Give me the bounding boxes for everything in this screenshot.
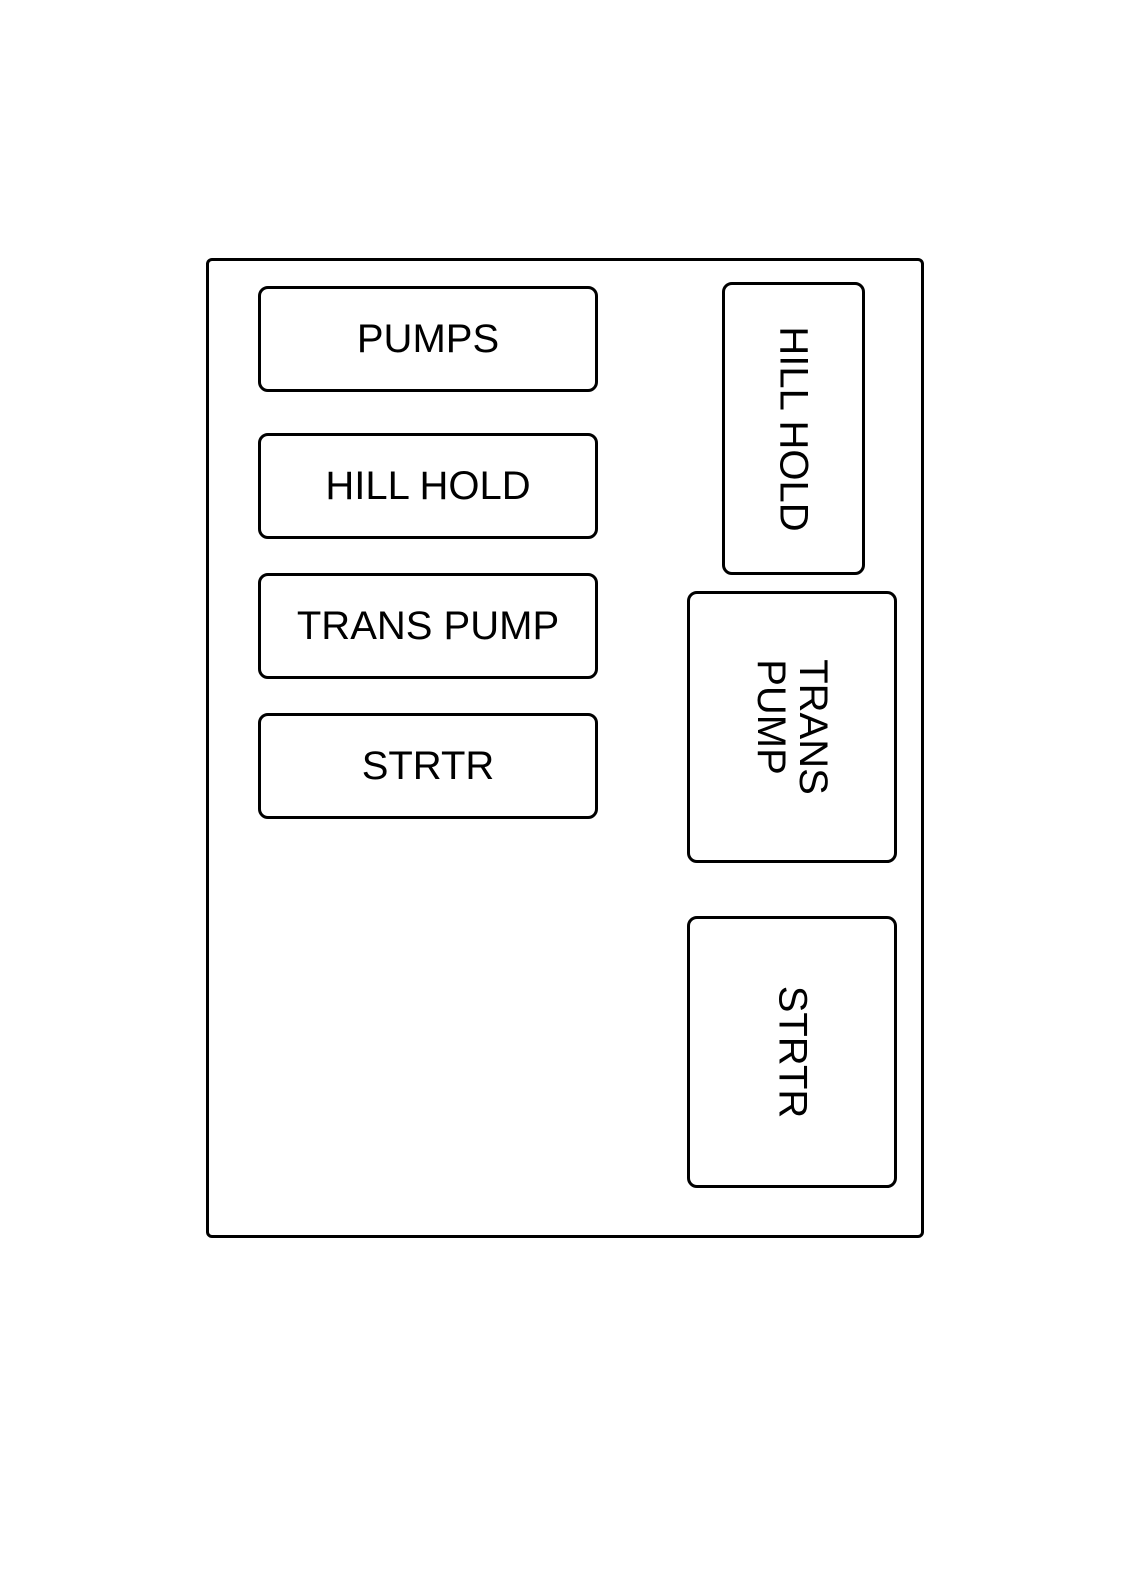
fuse-pumps: PUMPS — [258, 286, 598, 392]
relay-strtr: STRTR — [687, 916, 897, 1188]
fuse-strtr-label: STRTR — [361, 744, 495, 788]
fuse-pumps-label: PUMPS — [356, 317, 500, 361]
fuse-trans-pump: TRANS PUMP — [258, 573, 598, 679]
relay-hill-hold: HILL HOLD — [722, 282, 865, 575]
fuse-strtr: STRTR — [258, 713, 598, 819]
relay-trans-pump-label: TRANS PUMP — [748, 659, 835, 795]
fuse-trans-pump-label: TRANS PUMP — [296, 604, 560, 648]
relay-hill-hold-label: HILL HOLD — [771, 325, 816, 532]
relay-trans-pump: TRANS PUMP — [687, 591, 897, 863]
fuse-hill-hold: HILL HOLD — [258, 433, 598, 539]
relay-strtr-label: STRTR — [769, 985, 814, 1119]
fuse-block-outline — [206, 258, 924, 1238]
fuse-hill-hold-label: HILL HOLD — [325, 464, 531, 508]
